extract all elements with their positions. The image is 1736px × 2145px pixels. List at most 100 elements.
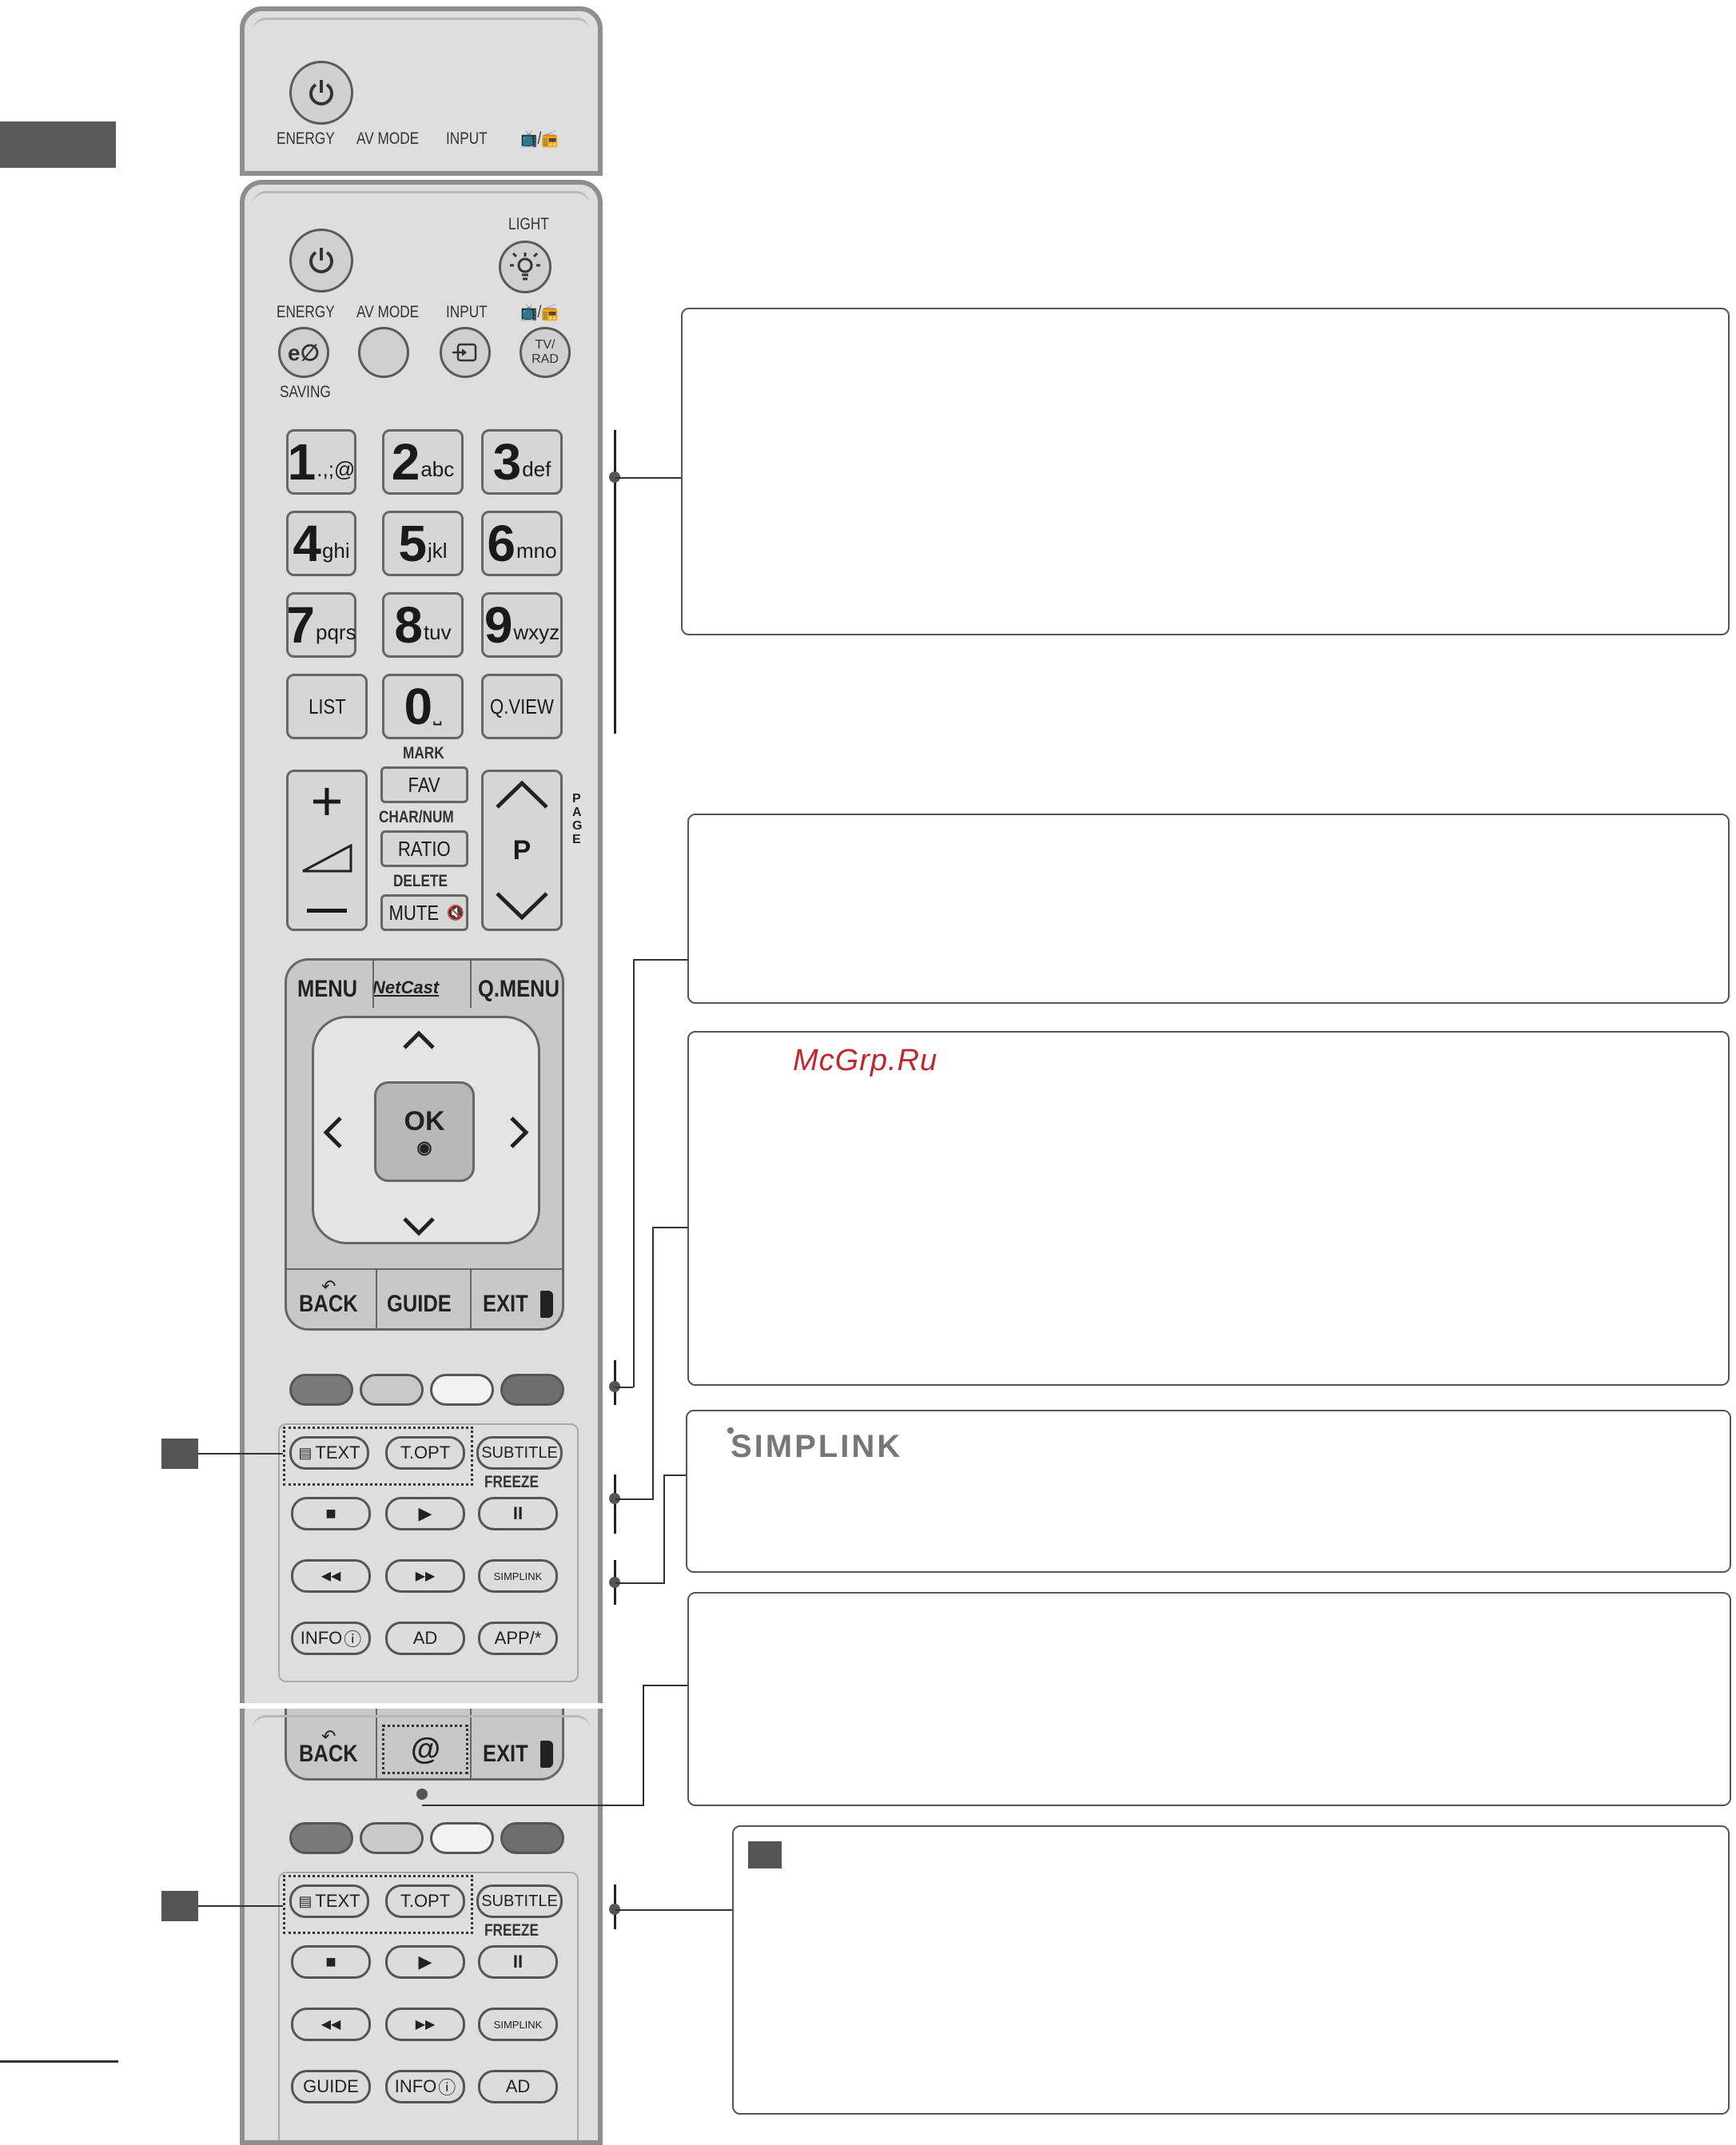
key-1[interactable]: 1.,;@	[286, 429, 356, 495]
leader-dot	[609, 472, 620, 483]
back-button[interactable]: BACK	[299, 1741, 358, 1767]
av-mode-button[interactable]	[358, 327, 409, 378]
leader-line	[643, 1685, 644, 1806]
power-button[interactable]	[289, 61, 353, 125]
callout-navigation	[687, 814, 1730, 1004]
mute-icon: 🔇	[446, 904, 465, 921]
guide-button[interactable]: GUIDE	[291, 2070, 371, 2103]
green-button[interactable]	[360, 1822, 424, 1854]
key-0[interactable]: 0⎵	[382, 674, 464, 739]
leader-dot	[416, 1789, 428, 1800]
red-button[interactable]	[289, 1374, 353, 1406]
text-button[interactable]: ▤TEXT	[289, 1436, 369, 1470]
ok-dot-icon: ◉	[416, 1136, 432, 1157]
light-button[interactable]	[499, 241, 551, 293]
text-button[interactable]: ▤TEXT	[289, 1884, 369, 1918]
leaf-icon: e∅	[288, 340, 320, 365]
guide-button[interactable]: GUIDE	[387, 1291, 452, 1317]
leader-line	[615, 1909, 734, 1911]
rewind-button[interactable]: ◀◀	[291, 2008, 371, 2041]
play-button[interactable]: ▶	[385, 1945, 465, 1979]
exit-door-icon	[540, 1741, 553, 1768]
callout-simplink: SIMPLINK	[686, 1410, 1731, 1573]
simplink-button[interactable]: SIMPLINK	[478, 1559, 558, 1593]
leader-dot	[609, 1577, 620, 1588]
tv-radio-label: 📺/📻	[520, 303, 559, 321]
blue-button[interactable]	[500, 1374, 564, 1406]
pause-button[interactable]: II	[478, 1945, 558, 1979]
av-mode-label: AV MODE	[356, 129, 420, 148]
ad-button[interactable]: AD	[385, 1622, 465, 1655]
arrow-down-icon[interactable]	[401, 1216, 436, 1236]
subtitle-button[interactable]: SUBTITLE	[476, 1884, 563, 1918]
t-opt-button[interactable]: T.OPT	[385, 1884, 465, 1918]
play-button[interactable]: ▶	[385, 1497, 465, 1530]
volume-rocker[interactable]: + —	[286, 770, 368, 931]
power-button[interactable]	[289, 229, 353, 292]
volume-icon	[302, 844, 352, 873]
stop-button[interactable]: ■	[291, 1945, 371, 1979]
light-label: LIGHT	[508, 215, 549, 233]
arrow-up-icon[interactable]	[401, 1030, 436, 1051]
teletext-icon: ▤	[298, 1892, 313, 1909]
ad-button[interactable]: AD	[478, 2070, 558, 2103]
exit-button[interactable]: EXIT	[483, 1741, 528, 1767]
blue-button[interactable]	[500, 1822, 564, 1854]
leader-line	[615, 1498, 654, 1500]
saving-label: SAVING	[280, 383, 331, 401]
marker-line	[198, 1453, 283, 1455]
simplink-button[interactable]: SIMPLINK	[478, 2008, 558, 2041]
menu-button[interactable]: MENU	[297, 976, 358, 1002]
yellow-button[interactable]	[430, 1374, 494, 1406]
leader-line	[615, 1582, 665, 1584]
light-bulb-icon	[510, 252, 540, 281]
teletext-highlight	[283, 1875, 473, 1934]
fast-forward-button[interactable]: ▶▶	[385, 1559, 465, 1593]
pause-button[interactable]: II	[478, 1497, 558, 1530]
callout-internet	[687, 1592, 1731, 1806]
ok-button[interactable]: OK ◉	[374, 1081, 475, 1182]
arrow-left-icon[interactable]	[323, 1115, 344, 1150]
teletext-bracket	[614, 1474, 616, 1534]
q-view-button[interactable]: Q.VIEW	[481, 674, 563, 739]
back-button[interactable]: BACK	[299, 1291, 358, 1317]
mute-button[interactable]: MUTE🔇	[380, 894, 468, 931]
q-menu-button[interactable]: Q.MENU	[478, 976, 559, 1002]
at-button[interactable]: @	[411, 1733, 441, 1766]
input-button[interactable]	[440, 327, 491, 378]
leader-dot	[609, 1381, 620, 1392]
energy-saving-button[interactable]: e∅	[278, 327, 329, 378]
ratio-button[interactable]: RATIO	[380, 830, 468, 867]
subtitle-button[interactable]: SUBTITLE	[476, 1436, 563, 1470]
app-button[interactable]: APP/*	[478, 1622, 558, 1655]
yellow-button[interactable]	[430, 1822, 494, 1854]
tv-radio-button[interactable]: TV/ RAD	[520, 327, 571, 378]
info-icon: ⓘ	[438, 2078, 456, 2098]
netcast-logo[interactable]: NetCast	[372, 977, 440, 997]
leader-line	[643, 1685, 687, 1686]
remote-illustration-main: LIGHT ENERGY AV MODE INPUT 📺/📻 e∅ TV/ RA…	[240, 180, 603, 1703]
fav-button[interactable]: FAV	[380, 766, 468, 803]
list-button[interactable]: LIST	[286, 674, 368, 739]
rewind-button[interactable]: ◀◀	[291, 1559, 371, 1593]
leader-dot	[609, 1493, 620, 1504]
program-rocker[interactable]: P	[481, 770, 563, 931]
stop-button[interactable]: ■	[291, 1497, 371, 1530]
teletext-icon: ▤	[298, 1444, 313, 1461]
arrow-right-icon[interactable]	[508, 1115, 529, 1150]
red-button[interactable]	[289, 1822, 353, 1854]
exit-button[interactable]: EXIT	[483, 1291, 528, 1317]
green-button[interactable]	[360, 1374, 424, 1406]
t-opt-button[interactable]: T.OPT	[385, 1436, 465, 1470]
fast-forward-button[interactable]: ▶▶	[385, 2008, 465, 2041]
